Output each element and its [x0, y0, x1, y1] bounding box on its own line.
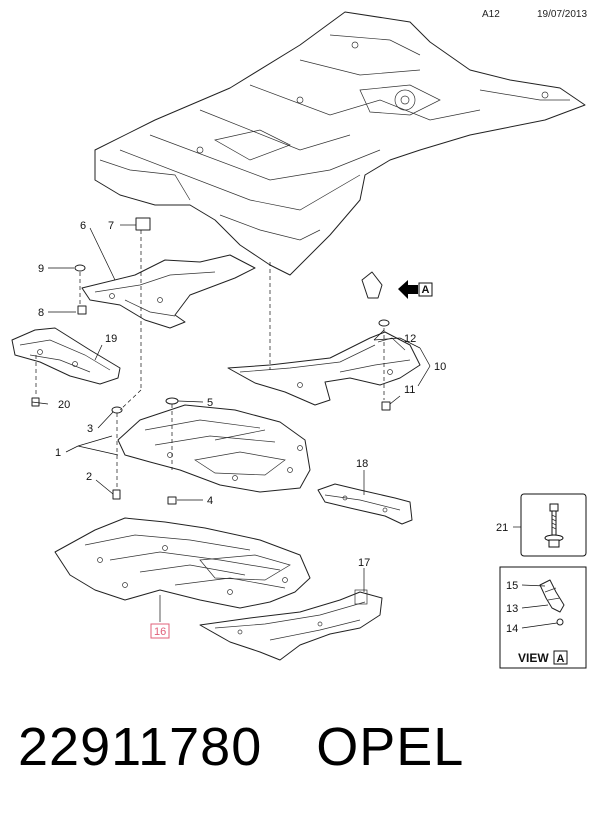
callout-12: 12 [404, 333, 416, 345]
part-19-panel [11, 327, 121, 385]
callout-10: 10 [434, 361, 446, 373]
part-10-panel [227, 331, 421, 406]
callout-15: 15 [506, 580, 518, 592]
part-17-bracket [199, 589, 383, 661]
bolt-2 [112, 489, 121, 500]
bolt-8 [77, 305, 87, 315]
clip-view-a [361, 271, 383, 299]
fasteners [31, 217, 391, 505]
brand-name: OPEL [316, 717, 465, 777]
nut-12 [378, 319, 390, 327]
callout-20: 20 [58, 399, 70, 411]
view-label: VIEW [518, 651, 549, 665]
callout-16-box [150, 623, 170, 639]
bolt-11 [381, 401, 391, 411]
callout-16: 16 [154, 626, 166, 638]
view-a-inset: 15 13 14 VIEW A [499, 566, 587, 669]
part-1-shield [117, 404, 311, 493]
view-letter-box [553, 650, 568, 665]
view-ref-letter: A [422, 284, 430, 296]
part-number: 22911780 [18, 717, 263, 777]
callout-8: 8 [38, 307, 44, 319]
callout-7: 7 [108, 220, 114, 232]
part-18-bracket [317, 483, 413, 525]
parts-diagram: A 7 6 9 [11, 11, 587, 669]
callout-19: 19 [105, 333, 117, 345]
view-ref-box [418, 282, 433, 297]
part-6-shield [81, 254, 256, 329]
arrow-left-icon [398, 280, 418, 299]
floor-pan [94, 11, 586, 276]
nut-9 [74, 264, 86, 272]
callouts: 7 6 9 8 19 20 3 1 2 5 4 12 10 11 18 17 1… [38, 220, 508, 639]
callout-18: 18 [356, 458, 368, 470]
part-16-shield [54, 517, 311, 609]
assembly-lines [35, 230, 385, 488]
nut-5 [165, 397, 179, 405]
page-code: A12 [482, 9, 500, 20]
view-letter: A [557, 653, 565, 665]
callout-4: 4 [207, 495, 213, 507]
callout-3: 3 [87, 423, 93, 435]
callout-1: 1 [55, 447, 61, 459]
fastener-14 [556, 618, 564, 626]
callout-14: 14 [506, 623, 518, 635]
callout-2: 2 [86, 471, 92, 483]
view-a-arrow: A [398, 280, 433, 299]
callout-9: 9 [38, 263, 44, 275]
callout-13: 13 [506, 603, 518, 615]
callout-5: 5 [207, 397, 213, 409]
callout-6: 6 [80, 220, 86, 232]
callout-17: 17 [358, 557, 370, 569]
callout-21: 21 [496, 522, 508, 534]
callout-11: 11 [404, 384, 415, 396]
diagram-date: 19/07/2013 [537, 9, 588, 20]
part-21-box [513, 493, 587, 557]
bolt-icon [544, 503, 564, 548]
leader-lines [31, 224, 431, 622]
clip-7 [135, 217, 151, 231]
part-number-footer: 22911780 OPEL [18, 716, 464, 778]
bolt-4 [167, 496, 177, 505]
clip-detail [539, 579, 565, 613]
